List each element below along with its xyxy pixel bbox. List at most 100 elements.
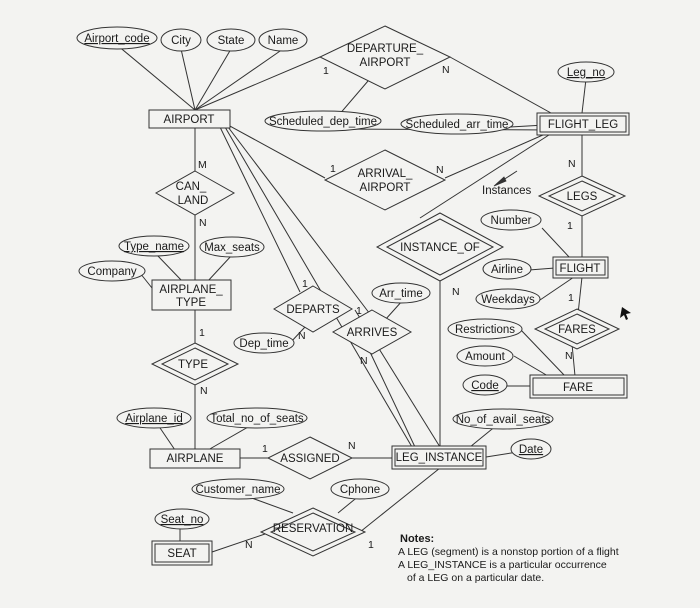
attr-city: City	[160, 28, 202, 52]
attr-scheduled-dep-time: Scheduled_dep_time	[264, 110, 382, 132]
svg-text:ASSIGNED: ASSIGNED	[280, 453, 339, 465]
svg-text:Company: Company	[87, 266, 136, 278]
svg-text:Airline: Airline	[491, 264, 523, 276]
svg-text:Seat_no: Seat_no	[161, 514, 204, 526]
rel-legs: LEGS	[537, 175, 627, 217]
entity-flight-leg: FLIGHT_LEG	[536, 112, 630, 136]
rel-assigned: ASSIGNED	[266, 436, 354, 480]
connector-lines	[116, 44, 587, 553]
mouse-cursor-icon	[620, 307, 631, 320]
svg-text:Date: Date	[519, 444, 543, 456]
attr-dep-time: Dep_time	[233, 332, 295, 354]
svg-text:FARE: FARE	[563, 382, 593, 394]
rel-fares: FARES	[533, 308, 621, 350]
svg-text:1: 1	[302, 278, 308, 290]
svg-text:A LEG (segment) is a nonstop p: A LEG (segment) is a nonstop portion of …	[398, 546, 619, 558]
rel-type: TYPE	[150, 342, 240, 386]
entity-seat: SEAT	[151, 540, 213, 566]
svg-text:RESERVATION: RESERVATION	[273, 523, 354, 535]
entity-airplane-type: AIRPLANE_ TYPE	[151, 279, 232, 311]
svg-text:N: N	[442, 64, 450, 76]
attr-customer-name: Customer_name	[191, 478, 285, 500]
svg-text:Leg_no: Leg_no	[567, 67, 605, 79]
svg-text:1: 1	[323, 65, 329, 77]
rel-can-land: CAN_ LAND	[154, 170, 236, 216]
attr-company: Company	[78, 260, 146, 282]
attr-weekdays: Weekdays	[475, 288, 541, 310]
svg-text:Restrictions: Restrictions	[455, 324, 515, 336]
svg-text:Weekdays: Weekdays	[481, 294, 535, 306]
svg-text:CAN_: CAN_	[176, 181, 207, 193]
svg-text:Arr_time: Arr_time	[379, 288, 422, 300]
attr-date: Date	[510, 438, 552, 460]
cardinalities: 1 N 1 N M N N 1 N 1 1 N N 1 N 1 N 1 N N …	[198, 64, 576, 551]
svg-text:LEG_INSTANCE: LEG_INSTANCE	[396, 452, 483, 464]
attr-name: Name	[258, 28, 308, 52]
entities: AIRPORT FLIGHT_LEG AIRPLANE_ TYPE FLIGHT…	[148, 109, 630, 566]
svg-text:LEGS: LEGS	[567, 191, 598, 203]
attr-amount: Amount	[456, 345, 514, 367]
entity-airport: AIRPORT	[148, 109, 231, 129]
svg-text:FLIGHT: FLIGHT	[560, 263, 601, 275]
svg-text:1: 1	[567, 220, 573, 232]
svg-text:N: N	[360, 355, 368, 367]
attr-airline: Airline	[482, 258, 532, 280]
svg-text:1: 1	[199, 327, 205, 339]
svg-text:1: 1	[568, 292, 574, 304]
rel-reservation: RESERVATION	[259, 507, 367, 557]
svg-text:N: N	[568, 158, 576, 170]
svg-text:FARES: FARES	[558, 324, 596, 336]
svg-text:AIRPORT: AIRPORT	[164, 114, 215, 126]
attr-restrictions: Restrictions	[447, 318, 523, 340]
svg-text:N: N	[200, 385, 208, 397]
rel-arrival-airport: ARRIVAL_ AIRPORT	[323, 149, 447, 211]
attr-state: State	[206, 28, 256, 52]
svg-text:FLIGHT_LEG: FLIGHT_LEG	[548, 119, 618, 131]
svg-text:Max_seats: Max_seats	[204, 242, 260, 254]
svg-text:AIRPORT: AIRPORT	[360, 182, 411, 194]
attr-arr-time: Arr_time	[371, 282, 431, 304]
svg-text:N: N	[245, 539, 253, 551]
svg-text:Customer_name: Customer_name	[195, 484, 280, 496]
rel-arrives: ARRIVES	[331, 309, 413, 355]
svg-text:AIRPORT: AIRPORT	[360, 57, 411, 69]
svg-text:No_of_avail_seats: No_of_avail_seats	[456, 414, 551, 426]
entity-fare: FARE	[529, 374, 628, 399]
svg-text:ARRIVAL_: ARRIVAL_	[358, 168, 413, 180]
svg-text:N: N	[565, 350, 573, 362]
svg-text:Name: Name	[268, 35, 299, 47]
attr-no-of-avail-seats: No_of_avail_seats	[452, 408, 554, 430]
svg-text:INSTANCE_OF: INSTANCE_OF	[400, 242, 480, 254]
entity-flight: FLIGHT	[552, 256, 609, 279]
svg-text:City: City	[171, 35, 191, 47]
rel-departure-airport: DEPARTURE_ AIRPORT	[318, 25, 452, 90]
svg-text:Scheduled_dep_time: Scheduled_dep_time	[269, 116, 377, 128]
svg-text:Total_no_of_seats: Total_no_of_seats	[210, 413, 304, 425]
entity-leg-instance: LEG_INSTANCE	[391, 445, 487, 470]
svg-text:DEPARTS: DEPARTS	[286, 304, 340, 316]
svg-text:Airplane_id: Airplane_id	[125, 413, 183, 425]
svg-text:1: 1	[330, 163, 336, 175]
rel-instance-of: INSTANCE_OF	[375, 212, 505, 282]
attr-leg-no: Leg_no	[557, 61, 615, 83]
attr-seat-no: Seat_no	[154, 508, 210, 530]
svg-text:AIRPLANE: AIRPLANE	[167, 453, 224, 465]
rel-departs: DEPARTS	[273, 285, 353, 333]
svg-text:of a LEG on a particular date.: of a LEG on a particular date.	[407, 572, 544, 584]
svg-text:Instances: Instances	[482, 185, 531, 197]
relationships: DEPARTURE_ AIRPORT ARRIVAL_ AIRPORT CAN_…	[150, 25, 627, 557]
svg-text:M: M	[198, 159, 207, 171]
attributes: Airport_code City State Name Leg_no Sche…	[76, 26, 615, 530]
svg-text:LAND: LAND	[178, 195, 209, 207]
svg-text:N: N	[452, 286, 460, 298]
svg-text:Cphone: Cphone	[340, 484, 380, 496]
svg-text:N: N	[348, 440, 356, 452]
svg-text:DEPARTURE_: DEPARTURE_	[347, 43, 424, 55]
svg-text:N: N	[298, 330, 306, 342]
svg-text:TYPE: TYPE	[178, 359, 208, 371]
attr-number: Number	[480, 209, 542, 231]
svg-text:TYPE: TYPE	[176, 297, 206, 309]
svg-text:AIRPLANE_: AIRPLANE_	[159, 284, 223, 296]
attr-total-no-of-seats: Total_no_of_seats	[206, 407, 308, 429]
